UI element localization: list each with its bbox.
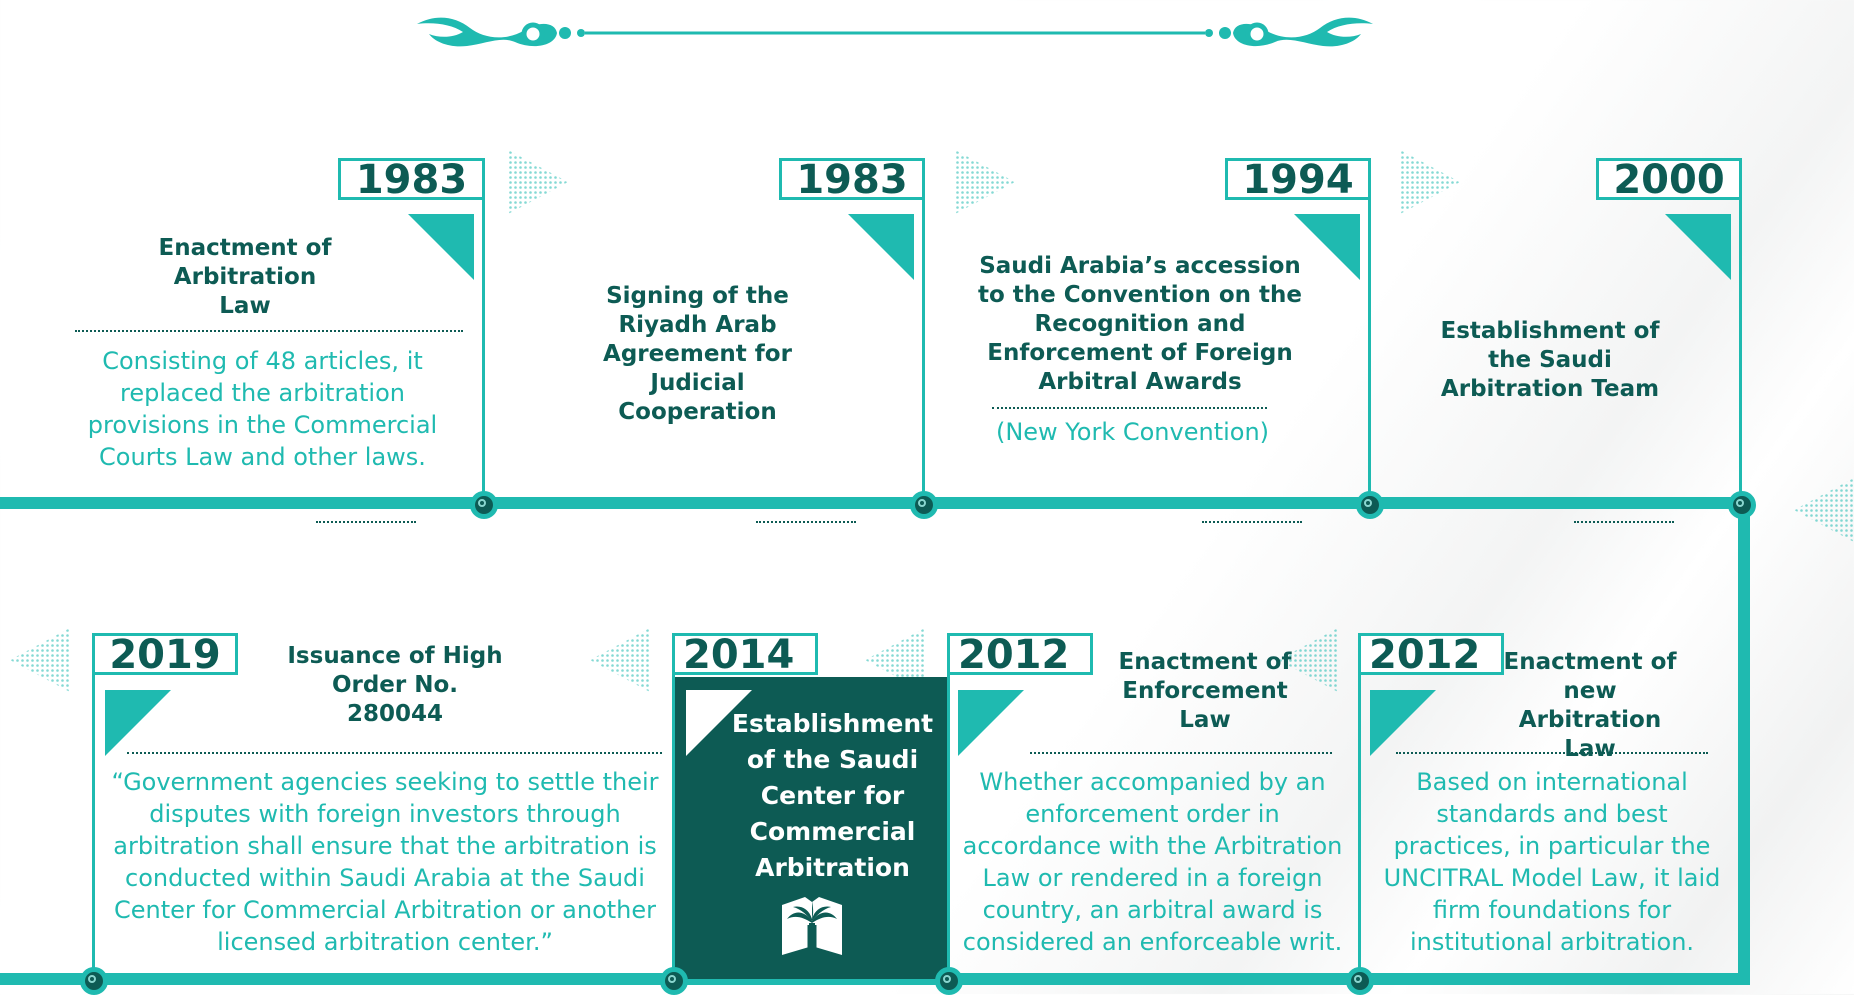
year-label: 2019 [92,633,238,675]
dot-pattern-decoration [1400,150,1460,214]
event-description: Whether accompanied by an enforcement or… [962,768,1343,956]
divider [992,407,1267,409]
flag-icon [958,690,1024,756]
event-title: Enactment of Arbitration Law [158,235,332,319]
flag-icon [1665,214,1731,280]
dot-pattern-decoration [590,628,650,692]
divider [127,752,662,754]
timeline-node [910,491,938,519]
event-description: “Government agencies seeking to settle t… [111,768,659,956]
event-title: Enactment of Enforcement Law [1118,649,1292,733]
connector-line [92,633,95,979]
event-description: Consisting of 48 articles, it replaced t… [87,347,438,471]
divider [1202,521,1302,523]
connector-line [1739,158,1742,503]
flag-icon [1370,690,1436,756]
year-label: 1983 [779,158,925,200]
timeline-node [660,967,688,995]
divider [75,330,463,332]
dot-pattern-decoration [508,150,568,214]
timeline-bar-bottom [0,973,1750,985]
event-title: Signing of the Riyadh Arab Agreement for… [603,283,792,425]
scroll-ornament-icon [417,17,1373,47]
flag-icon [848,214,914,280]
timeline-node [935,967,963,995]
connector-line [672,633,675,979]
timeline-node [80,967,108,995]
timeline-node [1728,491,1756,519]
divider [316,521,416,523]
year-label: 2012 [1358,633,1504,675]
connector-line [947,633,950,979]
year-label: 1983 [338,158,485,200]
event-title: Enactment of new Arbitration Law [1503,649,1677,762]
dot-pattern-decoration [955,150,1015,214]
flag-icon [105,690,171,756]
timeline-node [1356,491,1384,519]
event-title: Issuance of High Order No. 280044 [287,643,503,727]
connector-line [482,158,485,503]
event-title: Establishment of the Saudi Arbitration T… [1440,318,1660,402]
timeline-bar-right [1738,497,1750,985]
event-description: (New York Convention) [995,418,1270,446]
dot-pattern-decoration [10,628,70,692]
event-title: Establishment of the Saudi Center for Co… [731,709,934,882]
event-title: Saudi Arabia’s accession to the Conventi… [977,253,1302,395]
dot-pattern-decoration [1794,478,1854,542]
connector-line [1368,158,1371,503]
year-label: 2000 [1596,158,1742,200]
dot-pattern-decoration [1278,628,1338,692]
timeline-node [470,491,498,519]
divider [1396,752,1708,754]
palm-book-logo-icon [782,897,842,955]
timeline-node [1346,967,1374,995]
event-description: Based on international standards and bes… [1383,768,1721,956]
connector-line [922,158,925,503]
connector-line [1358,633,1361,979]
divider [756,521,856,523]
flag-icon [686,690,752,756]
flag-icon [408,214,474,280]
year-label: 2014 [672,633,818,675]
year-label: 1994 [1225,158,1371,200]
flag-icon [1294,214,1360,280]
dot-pattern-decoration [865,628,925,692]
divider [1030,752,1332,754]
divider [1574,521,1674,523]
timeline-bar-top [0,497,1750,509]
year-label: 2012 [947,633,1093,675]
